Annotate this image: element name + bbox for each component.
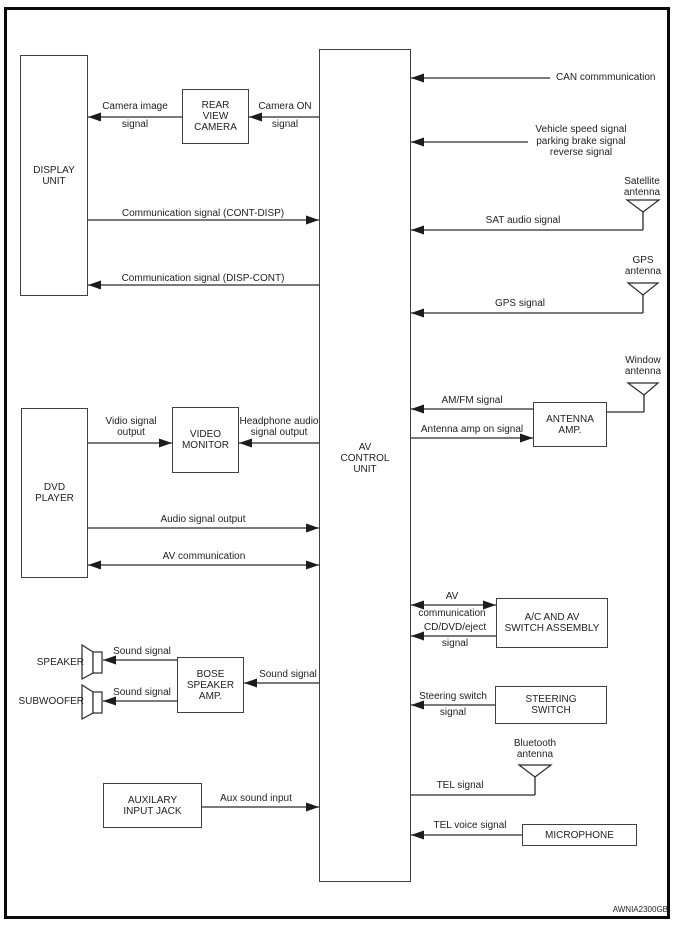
- figure-code: AWNIA2300GB: [612, 905, 668, 914]
- sound-signal-amp-arrow: [244, 678, 319, 688]
- comm-cont-disp-arrow: [88, 215, 319, 225]
- aux-sound-input-label: Aux sound input: [220, 793, 292, 804]
- satellite-antenna-icon: [625, 199, 661, 213]
- auxiliary-input-jack-box: AUXILARY INPUT JACK: [103, 783, 202, 828]
- comm-cont-disp-label: Communication signal (CONT-DISP): [121, 208, 285, 219]
- sound-signal-speaker-label: Sound signal: [113, 646, 171, 657]
- av-communication-left-arrow: [88, 560, 319, 570]
- comm-disp-cont-arrow: [88, 280, 319, 290]
- audio-signal-output-label: Audio signal output: [160, 514, 246, 525]
- speaker-icon: [81, 643, 103, 681]
- av-communication-left-label: AV communication: [162, 551, 246, 562]
- window-antenna-label: Window antenna: [624, 355, 662, 377]
- am-fm-signal-label: AM/FM signal: [441, 395, 503, 406]
- gps-antenna-icon: [626, 282, 660, 296]
- av-comm-right-label-line2: communication: [418, 608, 486, 619]
- camera-on-signal-label-line2: signal: [271, 119, 299, 130]
- steering-switch-box: STEERING SWITCH: [495, 686, 607, 724]
- tel-signal-label: TEL signal: [436, 780, 484, 791]
- sound-signal-subwoofer-label: Sound signal: [113, 687, 171, 698]
- am-fm-signal-arrow: [411, 404, 533, 414]
- dvd-player-box: DVD PLAYER: [21, 408, 88, 578]
- display-unit-box: DISPLAY UNIT: [20, 55, 88, 296]
- tel-voice-signal-arrow: [411, 830, 522, 840]
- gps-antenna-label: GPS antenna: [624, 255, 662, 277]
- sound-signal-subwoofer-arrow: [103, 696, 177, 706]
- video-signal-output-label: Vidio signal output: [105, 416, 157, 438]
- satellite-antenna-label: Satellite antenna: [623, 176, 661, 198]
- vehicle-inputs-arrow: [411, 137, 528, 147]
- comm-disp-cont-label: Communication signal (DISP-CONT): [121, 273, 285, 284]
- sat-audio-signal-label: SAT audio signal: [485, 215, 561, 226]
- bose-speaker-amp-box: BOSE SPEAKER AMP.: [177, 657, 244, 713]
- steering-switch-signal-label-line2: signal: [439, 707, 467, 718]
- aux-sound-input-arrow: [202, 802, 319, 812]
- steering-switch-signal-label-line1: Steering switch: [419, 691, 487, 702]
- antenna-amp-on-arrow: [411, 433, 533, 443]
- ac-av-switch-assembly-box: A/C AND AV SWITCH ASSEMBLY: [496, 598, 608, 648]
- audio-signal-output-arrow: [88, 523, 319, 533]
- can-communication-label: CAN commmunication: [556, 72, 656, 83]
- camera-image-signal-label-line2: signal: [121, 119, 149, 130]
- av-comm-right-label-line1: AV: [445, 591, 459, 602]
- tel-voice-signal-label: TEL voice signal: [433, 820, 507, 831]
- antenna-amp-box: ANTENNA AMP.: [533, 402, 607, 447]
- bluetooth-antenna-icon: [517, 764, 553, 778]
- cd-dvd-eject-label-line1: CD/DVD/eject: [423, 622, 487, 633]
- window-antenna-icon: [626, 382, 660, 396]
- sound-signal-amp-label: Sound signal: [259, 669, 317, 680]
- speaker-label: SPEAKER: [36, 657, 84, 668]
- video-monitor-box: VIDEO MONITOR: [172, 407, 239, 473]
- camera-image-signal-label-line1: Camera image: [102, 101, 168, 112]
- subwoofer-label: SUBWOOFER: [18, 696, 84, 707]
- camera-on-signal-arrow: [249, 112, 319, 122]
- headphone-audio-arrow: [239, 438, 319, 448]
- av-control-unit-label: AV CONTROL UNIT: [340, 442, 390, 475]
- headphone-audio-label: Headphone audio signal output: [239, 416, 319, 438]
- steering-switch-signal-arrow: [411, 700, 495, 710]
- can-communication-arrow: [411, 73, 550, 83]
- microphone-box: MICROPHONE: [522, 824, 637, 846]
- camera-on-signal-label-line1: Camera ON: [258, 101, 312, 112]
- antenna-amp-on-label: Antenna amp on signal: [420, 424, 524, 435]
- av-control-unit-box: AV CONTROL UNIT: [319, 49, 411, 882]
- vehicle-inputs-label: Vehicle speed signal parking brake signa…: [535, 124, 627, 158]
- gps-signal-label: GPS signal: [494, 298, 546, 309]
- sound-signal-speaker-arrow: [103, 655, 177, 665]
- subwoofer-icon: [81, 683, 103, 721]
- cd-dvd-eject-arrow: [411, 631, 496, 641]
- video-signal-arrow: [88, 438, 172, 448]
- camera-image-signal-arrow: [88, 112, 182, 122]
- cd-dvd-eject-label-line2: signal: [441, 638, 469, 649]
- bluetooth-antenna-label: Bluetooth antenna: [513, 738, 557, 760]
- diagram-border: [4, 7, 670, 919]
- rear-view-camera-box: REAR VIEW CAMERA: [182, 89, 249, 144]
- av-communication-right-arrow: [411, 600, 496, 610]
